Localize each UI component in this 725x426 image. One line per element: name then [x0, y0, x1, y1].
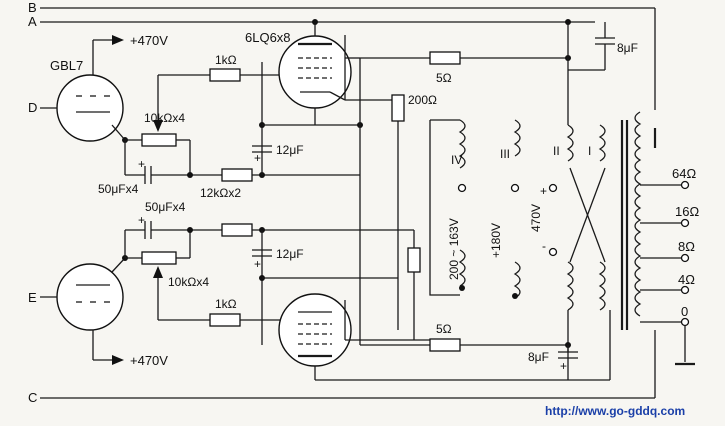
- bias-163-label: 200 ~ 163V: [447, 218, 461, 280]
- terminal-d-label: D: [28, 100, 37, 115]
- terminal-c-label: C: [28, 390, 37, 405]
- cap-plus: +: [254, 151, 261, 165]
- winding-iii-top: [513, 119, 521, 157]
- gbl7-bottom-tube: [56, 263, 124, 331]
- watermark-url: http://www.go-gddq.com: [545, 404, 685, 418]
- cap-plus: +: [138, 213, 145, 227]
- 6lq6-label: 6LQ6x8: [245, 30, 291, 45]
- cap-plus: +: [254, 257, 261, 271]
- terminal-b-label: B: [28, 0, 37, 15]
- pot-bottom-label: 10kΩx4: [168, 275, 209, 289]
- tap-4-terminal: [680, 285, 690, 295]
- cap-8u-bottom-label: 8μF: [528, 350, 549, 364]
- winding-i-label: I: [588, 144, 591, 158]
- r-5-bottom-label: 5Ω: [436, 322, 452, 336]
- junction-dot: [512, 293, 518, 299]
- winding-i-bottom: [598, 261, 606, 311]
- minus-terminal: [548, 247, 558, 257]
- plus-terminal: [548, 183, 558, 193]
- transformer-secondary: [634, 111, 642, 317]
- winding-iii-bottom: [513, 261, 521, 299]
- r-12k: [221, 168, 253, 182]
- cap-12u-bottom-label: 12μF: [276, 247, 304, 261]
- bias-470-label: 470V: [529, 204, 543, 232]
- junction-dot: [187, 172, 193, 178]
- winding-iv-bottom: [458, 249, 466, 287]
- r-200-top-label: 200Ω: [408, 93, 437, 107]
- tap-8-label: 8Ω: [678, 239, 695, 254]
- wire: [429, 120, 460, 296]
- bias-180-label: +180V: [489, 223, 503, 258]
- r-5-top: [429, 51, 461, 65]
- tap-0-terminal: [680, 317, 690, 327]
- arrow-supply-bottom: [112, 355, 124, 365]
- tap-16-label: 16Ω: [675, 204, 699, 219]
- junction-dot: [187, 227, 193, 233]
- cross-wire: [569, 167, 606, 263]
- plus-label: +: [540, 184, 547, 198]
- gbl7-label: GBL7: [50, 58, 83, 73]
- r-12k-bottom: [221, 223, 253, 237]
- terminal-a-label: A: [28, 14, 37, 29]
- winding-ii-top: [566, 124, 574, 162]
- r-5-top-label: 5Ω: [436, 71, 452, 85]
- r-1k-bottom-label: 1kΩ: [215, 297, 237, 311]
- tap-0-label: 0: [681, 304, 688, 319]
- r-1k-top: [209, 68, 241, 82]
- junction-dot: [312, 19, 318, 25]
- pot-top-label: 10kΩx4: [144, 111, 185, 125]
- junction-dot: [459, 285, 465, 291]
- minus-label: -: [542, 239, 546, 253]
- pot-bottom-resistor: [141, 251, 177, 265]
- arrow-wiper-bottom: [153, 266, 163, 278]
- cap-12u-top-label: 12μF: [276, 143, 304, 157]
- arrow-supply-top: [112, 35, 124, 45]
- r-200-top: [391, 94, 405, 122]
- winding-ii-label: II: [553, 144, 560, 158]
- junction-dot: [565, 19, 571, 25]
- wire: [329, 91, 346, 101]
- tap-16-terminal: [680, 218, 690, 228]
- gbl7-top-tube: [56, 74, 124, 142]
- wire: [111, 257, 126, 273]
- r-1k-bottom: [209, 313, 241, 327]
- winding-iv-top: [458, 119, 466, 169]
- r-1k-top-label: 1kΩ: [215, 53, 237, 67]
- terminal-e-label: E: [28, 290, 37, 305]
- cap-top-label: 50μFx4: [98, 182, 139, 196]
- cap-plus: +: [560, 359, 567, 373]
- tap-8-terminal: [680, 253, 690, 263]
- winding-ii-bottom: [566, 261, 574, 311]
- tap-64-label: 64Ω: [672, 166, 696, 181]
- cap-plus: +: [138, 157, 145, 171]
- r-5-bottom: [429, 338, 461, 352]
- cap-8u-top-label: 8μF: [617, 41, 638, 55]
- winding-i-top: [598, 124, 606, 162]
- cap-bottom-label: 50μFx4: [145, 200, 186, 214]
- winding-iii-label: III: [500, 147, 510, 161]
- tap-4-label: 4Ω: [678, 272, 695, 287]
- r-200-bottom: [407, 247, 421, 273]
- pot-top-resistor: [141, 133, 177, 147]
- supply-bottom-label: +470V: [130, 353, 168, 368]
- winding-iv-label: IV: [451, 153, 462, 167]
- tap-180v-terminal: [510, 183, 520, 193]
- arrow-wiper-top: [153, 120, 163, 132]
- supply-top-label: +470V: [130, 33, 168, 48]
- r-12k-label: 12kΩx2: [200, 186, 241, 200]
- tap-163v-terminal: [457, 183, 467, 193]
- wire-cathode-top: [111, 124, 126, 141]
- tap-64-terminal: [680, 180, 690, 190]
